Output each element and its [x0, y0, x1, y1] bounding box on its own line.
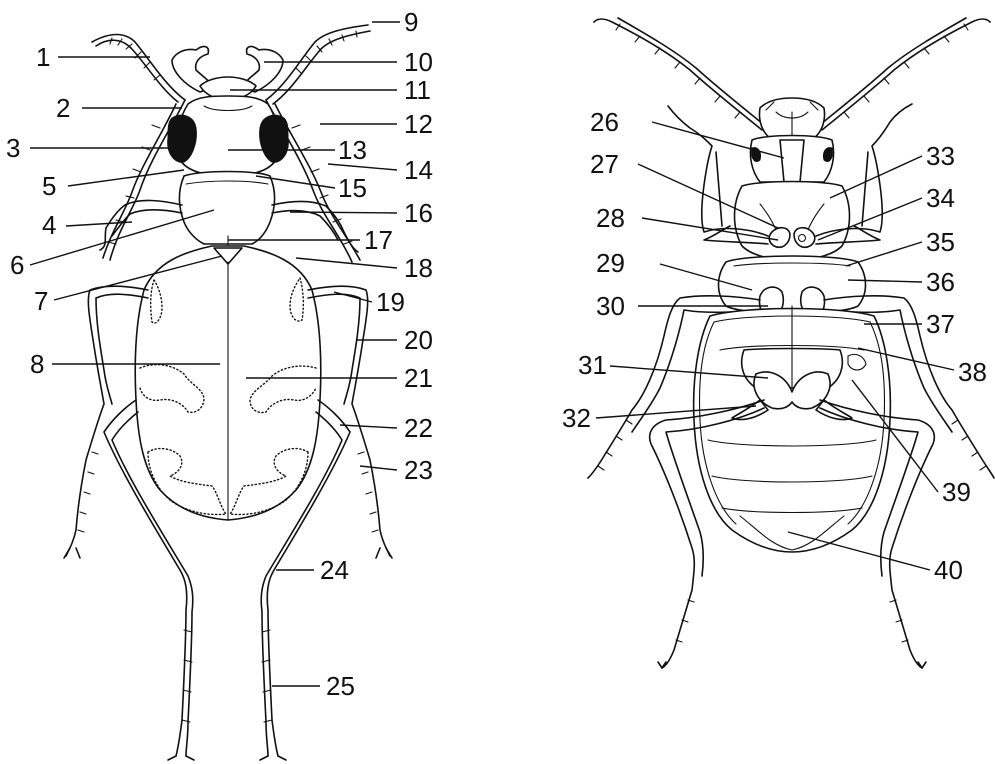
label-40: 40: [934, 555, 963, 585]
label-11: 11: [404, 75, 431, 105]
label-24: 24: [320, 555, 349, 585]
label-13: 13: [338, 135, 367, 165]
ventral-gula: [780, 140, 804, 182]
label-7: 7: [34, 286, 48, 316]
label-22: 22: [404, 413, 433, 443]
label-14: 14: [404, 155, 433, 185]
label-2: 2: [56, 93, 70, 123]
label-17: 17: [364, 225, 393, 255]
dorsal-right-foreleg: [272, 201, 358, 252]
label-18: 18: [404, 253, 433, 283]
label-26: 26: [590, 107, 619, 137]
label-35: 35: [926, 227, 955, 257]
label-34: 34: [926, 183, 955, 213]
label-21: 21: [404, 363, 433, 393]
dorsal-left-midleg: [66, 286, 148, 556]
label-4: 4: [42, 210, 56, 240]
label-1: 1: [36, 42, 50, 72]
label-19: 19: [376, 287, 405, 317]
label-28: 28: [596, 203, 625, 233]
ventral-procoxae: [769, 228, 790, 248]
label-16: 16: [404, 198, 433, 228]
label-10: 10: [404, 47, 433, 77]
label-33: 33: [926, 141, 955, 171]
label-27: 27: [590, 149, 619, 179]
label-25: 25: [326, 671, 355, 701]
label-15: 15: [338, 173, 367, 203]
ventral-left-antenna: [594, 19, 762, 130]
label-39: 39: [942, 477, 971, 507]
label-6: 6: [10, 250, 24, 280]
label-3: 3: [6, 133, 20, 163]
label-9: 9: [404, 7, 418, 37]
label-38: 38: [958, 357, 987, 387]
label-5: 5: [42, 171, 56, 201]
label-23: 23: [404, 455, 433, 485]
label-37: 37: [926, 309, 955, 339]
label-29: 29: [596, 248, 625, 278]
ventral-prothorax: [735, 182, 850, 261]
dorsal-right-midleg: [308, 286, 390, 556]
ventral-right-antenna: [822, 19, 990, 130]
label-12: 12: [404, 109, 433, 139]
label-20: 20: [404, 325, 433, 355]
label-36: 36: [926, 267, 955, 297]
label-30: 30: [596, 291, 625, 321]
label-31: 31: [578, 350, 607, 380]
label-8: 8: [30, 349, 44, 379]
label-32: 32: [562, 403, 591, 433]
